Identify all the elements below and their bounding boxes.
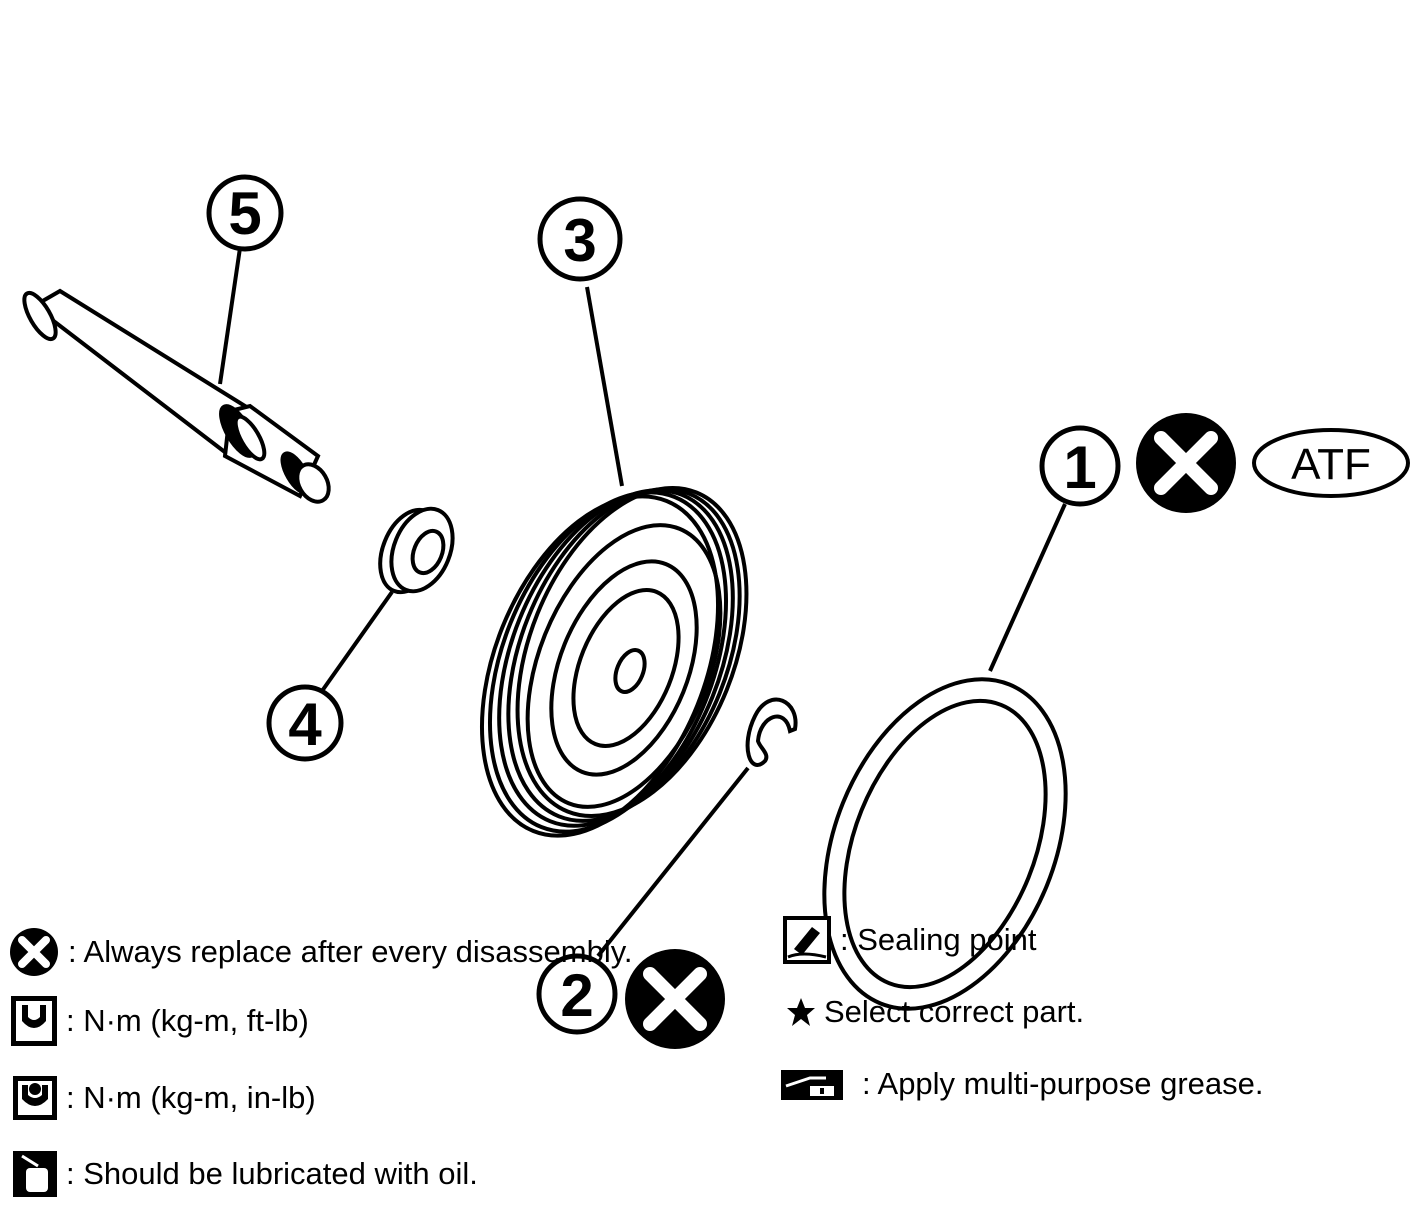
svg-text:3: 3 — [563, 207, 596, 274]
replace-x-icon-part2 — [625, 949, 725, 1049]
o-ring-part — [822, 677, 1068, 1011]
callout-5-leader — [218, 247, 242, 385]
shaft-part — [22, 288, 331, 504]
callout-3-leader — [585, 286, 624, 487]
callout-2: 2 — [536, 953, 618, 1035]
callout-3: 3 — [537, 196, 623, 282]
svg-text:5: 5 — [228, 180, 261, 247]
legend-select-part: Select correct part. — [786, 994, 1084, 1030]
callout-5: 5 — [206, 174, 284, 252]
legend-replace: : Always replace after every disassembly… — [8, 926, 633, 978]
legend-select-part-text: Select correct part. — [824, 994, 1085, 1029]
callout-4-leader — [320, 590, 394, 693]
atf-badge: ATF — [1252, 428, 1410, 498]
piston-part — [479, 486, 749, 838]
snap-ring-part — [745, 697, 798, 767]
star-icon — [787, 998, 815, 1026]
callout-2-leader — [596, 766, 750, 958]
x-circle-icon — [10, 928, 58, 976]
legend-torque-ftlb-text: : N·m (kg-m, ft-lb) — [66, 1003, 309, 1038]
replace-x-icon-part1 — [1136, 413, 1236, 513]
oil-can-icon — [13, 1151, 57, 1197]
legend-sealing-text: : Sealing point — [840, 922, 1037, 957]
torque-wrench-icon — [11, 996, 57, 1046]
legend-lubricate-text: : Should be lubricated with oil. — [66, 1156, 478, 1191]
legend-torque-inlb-text: : N·m (kg-m, in-lb) — [66, 1080, 316, 1115]
washer-part — [378, 506, 455, 595]
svg-text:2: 2 — [560, 962, 593, 1029]
svg-text:4: 4 — [288, 691, 322, 758]
legend-replace-text: : Always replace after every disassembly… — [68, 934, 633, 969]
legend-lubricate: : Should be lubricated with oil. — [12, 1150, 478, 1198]
legend-sealing: : Sealing point — [782, 915, 1036, 965]
sealant-tube-icon — [783, 916, 831, 964]
callout-4: 4 — [266, 684, 344, 762]
svg-text:1: 1 — [1063, 434, 1096, 501]
legend-grease-text: : Apply multi-purpose grease. — [862, 1066, 1264, 1101]
torque-wrench-filled-icon — [13, 1076, 57, 1120]
grease-gun-icon — [781, 1070, 843, 1100]
legend-torque-inlb: : N·m (kg-m, in-lb) — [12, 1075, 316, 1121]
legend-grease: : Apply multi-purpose grease. — [780, 1064, 1264, 1104]
callout-1-leader — [988, 503, 1067, 672]
svg-text:ATF: ATF — [1291, 440, 1371, 489]
callout-1: 1 — [1039, 425, 1121, 507]
legend-torque-ftlb: : N·m (kg-m, ft-lb) — [10, 995, 309, 1047]
